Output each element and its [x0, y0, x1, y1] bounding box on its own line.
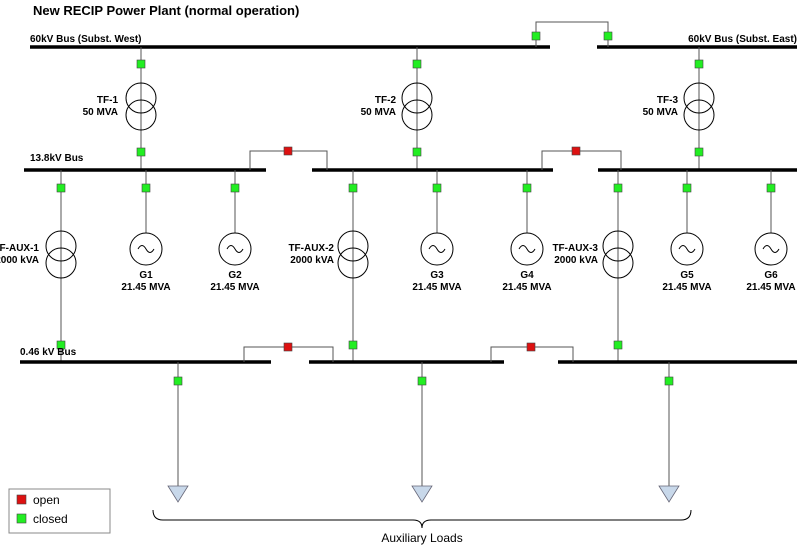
bus-0-46kv-label: 0.46 kV Bus	[20, 347, 77, 358]
tf-aux-3-name: TF-AUX-3	[552, 243, 598, 254]
breaker-60kv-tie-east[interactable]	[603, 31, 613, 41]
breaker-13-8kv-tie-1[interactable]	[283, 146, 293, 156]
g3-rating: 21.45 MVA	[412, 282, 461, 293]
tf2-name: TF-2	[375, 95, 397, 106]
g4-name: G4	[520, 270, 534, 281]
aux-load-3-icon[interactable]	[658, 485, 680, 503]
loads-brace	[152, 509, 692, 529]
g2-name: G2	[228, 270, 242, 281]
breaker-tf1-lv[interactable]	[136, 147, 146, 157]
generator-g1[interactable]	[129, 170, 163, 266]
breaker-tf2-lv[interactable]	[412, 147, 422, 157]
breaker-tf3-lv[interactable]	[694, 147, 704, 157]
breaker-g5[interactable]	[682, 183, 692, 193]
bus-tie-60kv-link	[535, 21, 609, 47]
breaker-g2[interactable]	[230, 183, 240, 193]
diagram-title: New RECIP Power Plant (normal operation)	[33, 3, 299, 18]
transformer-tf-aux-1[interactable]	[45, 230, 77, 279]
tf1-name: TF-1	[97, 95, 119, 106]
bus-60kv-west-label: 60kV Bus (Subst. West)	[30, 34, 142, 45]
breaker-g4[interactable]	[522, 183, 532, 193]
bus-tie-13-8kv-2	[541, 150, 622, 170]
tf3-rating: 50 MVA	[643, 107, 678, 118]
g1-name: G1	[139, 270, 153, 281]
legend: open closed	[8, 488, 111, 534]
g5-rating: 21.45 MVA	[662, 282, 711, 293]
bus-60kv-east-label: 60kV Bus (Subst. East)	[688, 34, 797, 45]
breaker-tf2-hv[interactable]	[412, 59, 422, 69]
generator-g4[interactable]	[510, 170, 544, 266]
breaker-g6[interactable]	[766, 183, 776, 193]
transformer-tf3[interactable]	[683, 82, 715, 131]
breaker-0-46kv-tie-2[interactable]	[526, 342, 536, 352]
generator-g3[interactable]	[420, 170, 454, 266]
breaker-tf-aux-3-hv[interactable]	[613, 183, 623, 193]
bus-13-8kv-label: 13.8kV Bus	[30, 153, 84, 164]
g6-rating: 21.45 MVA	[746, 282, 795, 293]
breaker-tf1-hv[interactable]	[136, 59, 146, 69]
breaker-tf-aux-3-lv[interactable]	[613, 340, 623, 350]
breaker-load-3[interactable]	[664, 376, 674, 386]
breaker-tf-aux-1-hv[interactable]	[56, 183, 66, 193]
g2-rating: 21.45 MVA	[210, 282, 259, 293]
g6-name: G6	[764, 270, 778, 281]
tf1-rating: 50 MVA	[83, 107, 118, 118]
tf-aux-3-rating: 2000 kVA	[554, 255, 598, 266]
g1-rating: 21.45 MVA	[121, 282, 170, 293]
breaker-tf-aux-2-lv[interactable]	[348, 340, 358, 350]
breaker-g3[interactable]	[432, 183, 442, 193]
aux-loads-label: Auxiliary Loads	[381, 531, 462, 545]
generator-g2[interactable]	[218, 170, 252, 266]
aux-load-1-icon[interactable]	[167, 485, 189, 503]
g5-name: G5	[680, 270, 694, 281]
breaker-tf-aux-2-hv[interactable]	[348, 183, 358, 193]
transformer-tf1[interactable]	[125, 82, 157, 131]
legend-open-label: open	[33, 493, 60, 507]
legend-closed-swatch	[16, 513, 27, 524]
g3-name: G3	[430, 270, 444, 281]
g4-rating: 21.45 MVA	[502, 282, 551, 293]
aux-load-2-icon[interactable]	[411, 485, 433, 503]
generator-g5[interactable]	[670, 170, 704, 266]
breaker-tf3-hv[interactable]	[694, 59, 704, 69]
breaker-g1[interactable]	[141, 183, 151, 193]
transformer-tf-aux-3[interactable]	[602, 230, 634, 279]
tf-aux-2-rating: 2000 kVA	[290, 255, 334, 266]
tf3-name: TF-3	[657, 95, 679, 106]
legend-open-swatch	[16, 494, 27, 505]
breaker-0-46kv-tie-1[interactable]	[283, 342, 293, 352]
tf-aux-1-name: TF-AUX-1	[0, 243, 39, 254]
breaker-13-8kv-tie-2[interactable]	[571, 146, 581, 156]
transformer-tf-aux-2[interactable]	[337, 230, 369, 279]
breaker-load-2[interactable]	[417, 376, 427, 386]
tf-aux-2-name: TF-AUX-2	[288, 243, 334, 254]
tf-aux-1-rating: 2000 kVA	[0, 255, 39, 266]
tf2-rating: 50 MVA	[361, 107, 396, 118]
legend-closed-label: closed	[33, 512, 68, 526]
transformer-tf2[interactable]	[401, 82, 433, 131]
breaker-60kv-tie-west[interactable]	[531, 31, 541, 41]
generator-g6[interactable]	[754, 170, 788, 266]
breaker-load-1[interactable]	[173, 376, 183, 386]
breaker-tf-aux-1-lv[interactable]	[56, 340, 66, 350]
